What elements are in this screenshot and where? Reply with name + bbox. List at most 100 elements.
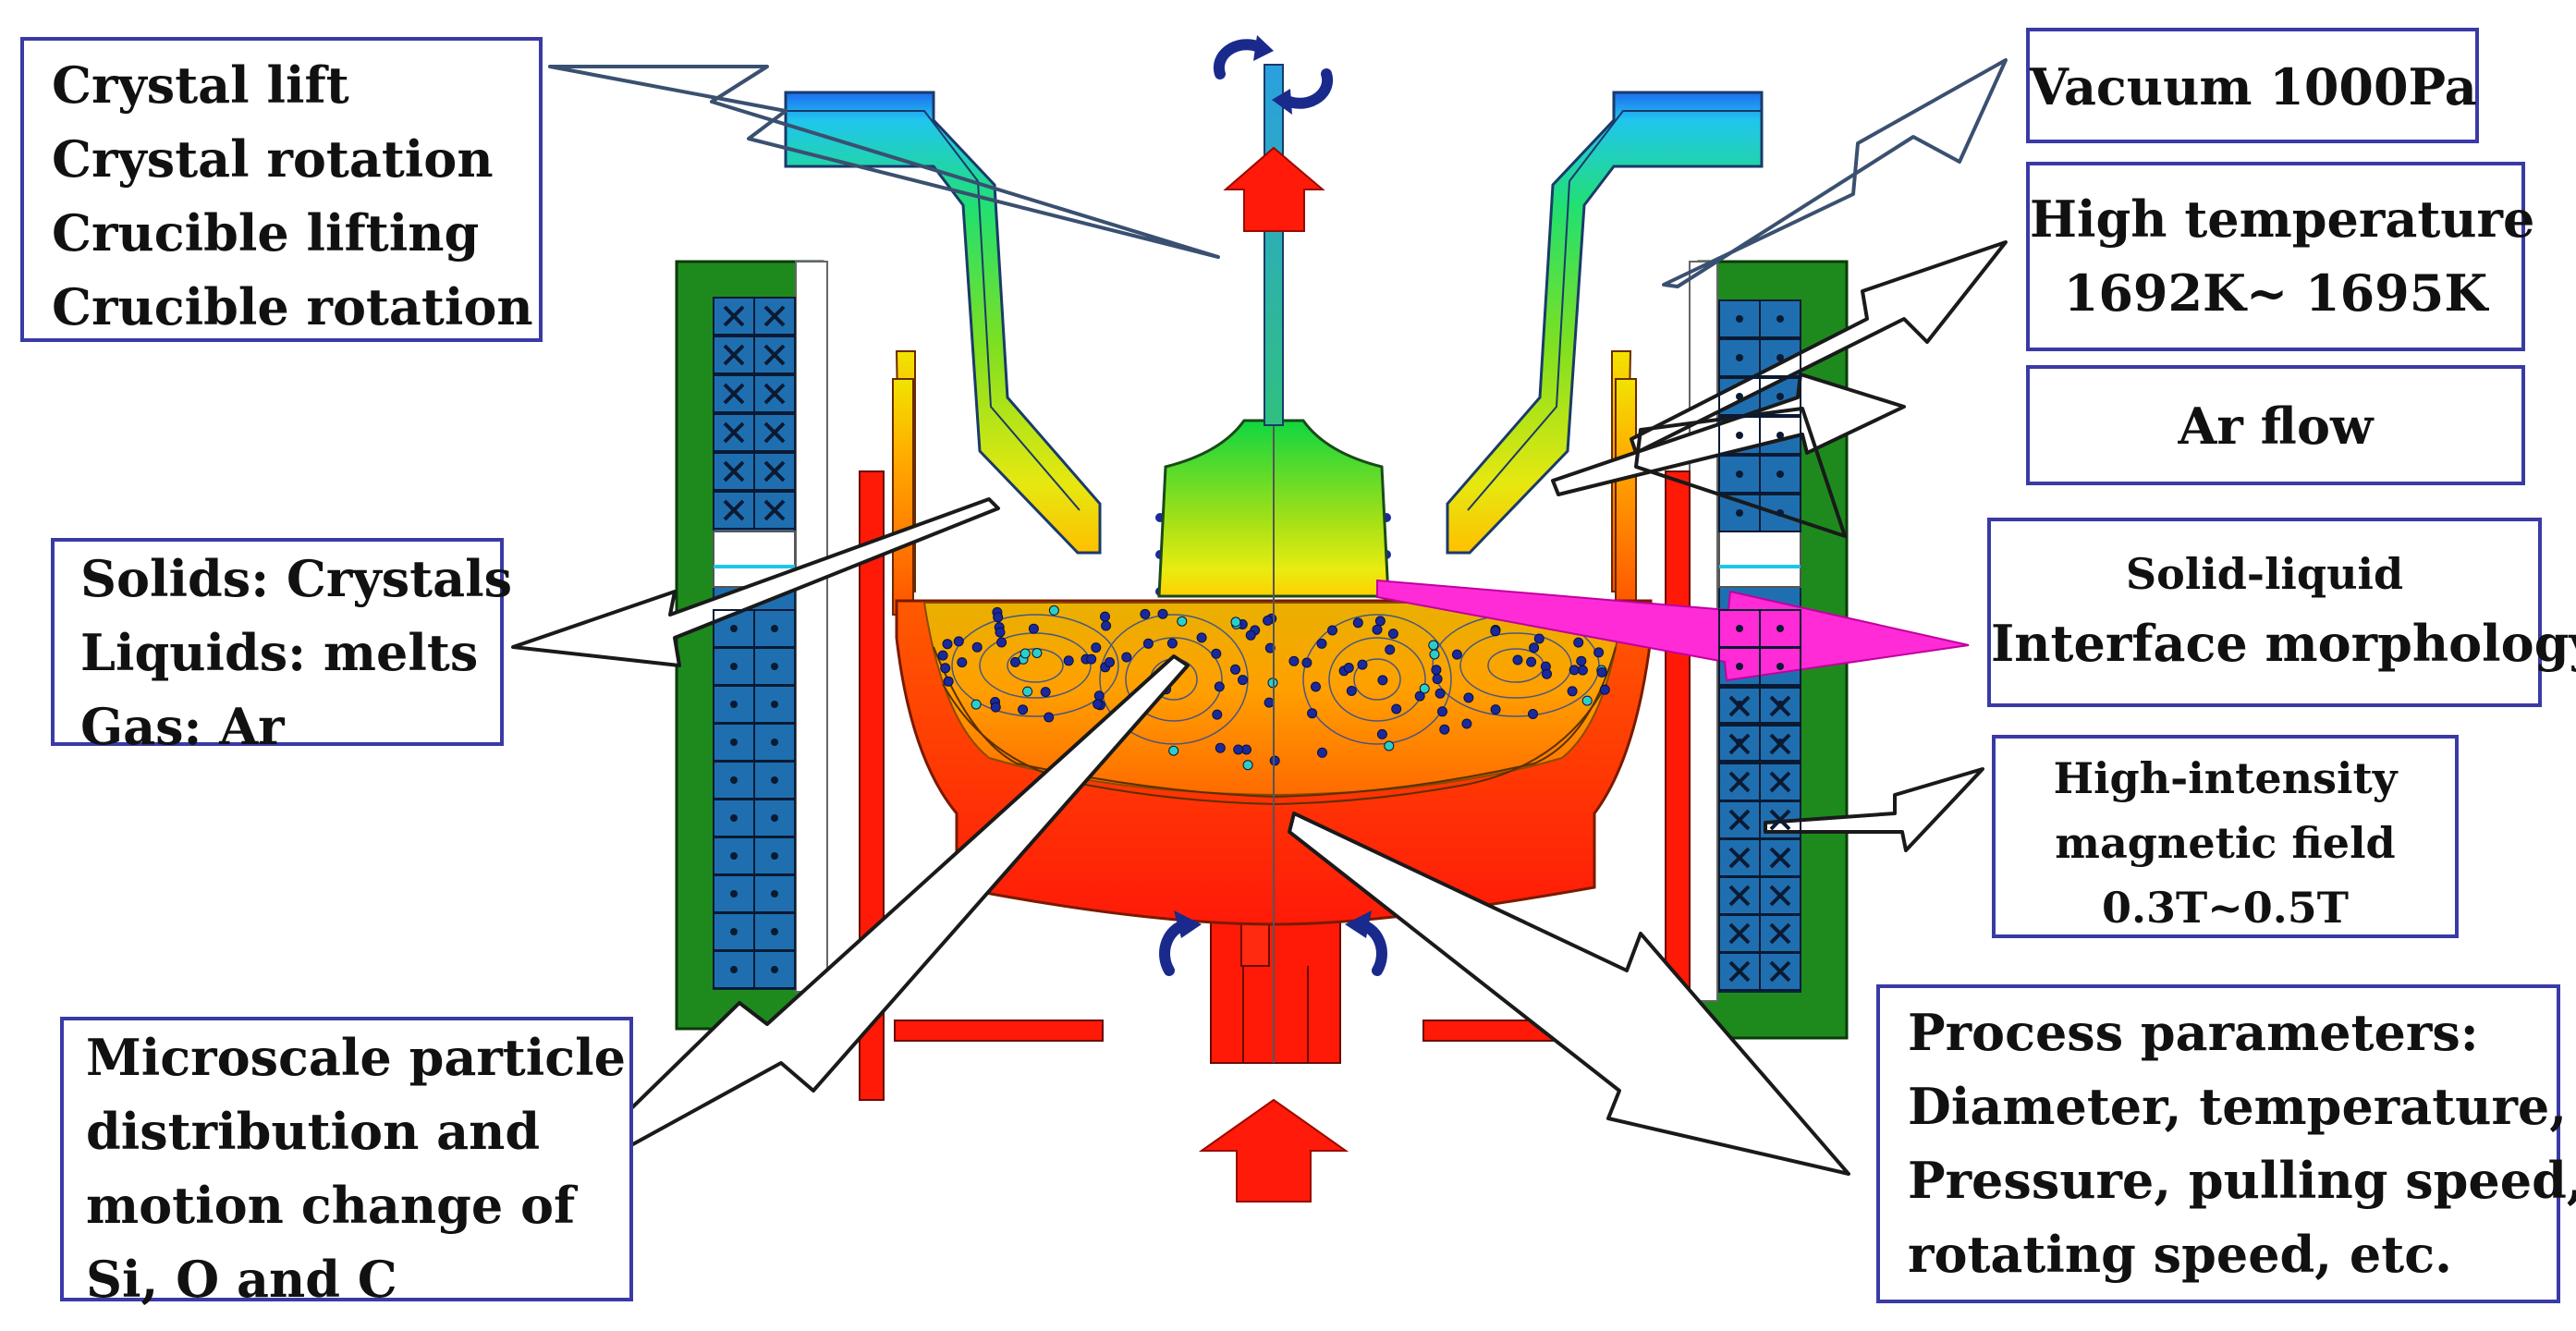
melt-particle bbox=[1264, 697, 1275, 708]
magnet-coil-dot-icon bbox=[771, 701, 778, 708]
melt-particle bbox=[1599, 684, 1610, 695]
melt-particle bbox=[1437, 706, 1447, 717]
label-line: Ar flow bbox=[2178, 397, 2374, 456]
magnet-coil-cross-icon bbox=[1728, 960, 1751, 983]
melt-particle bbox=[1343, 663, 1354, 673]
magnet-coil-dot-icon bbox=[1776, 663, 1784, 670]
magnet-coil-cross-icon bbox=[723, 383, 745, 405]
melt-particle bbox=[1533, 633, 1544, 644]
melt-particle bbox=[1022, 686, 1033, 697]
magnet-coil-cross-icon bbox=[1769, 733, 1791, 755]
melt-particle bbox=[1377, 675, 1388, 686]
melt-particle bbox=[1040, 687, 1051, 698]
melt-particle bbox=[1352, 617, 1363, 629]
melt-particle bbox=[1215, 742, 1226, 753]
melt-particle bbox=[937, 650, 948, 661]
melt-particle bbox=[1435, 688, 1446, 699]
magnet-coil-dot-icon bbox=[1736, 354, 1743, 361]
melt-particle bbox=[1490, 626, 1501, 637]
melt-particle bbox=[1577, 665, 1588, 676]
callout-arrows bbox=[511, 58, 2008, 1194]
magnet-coil-cross-icon bbox=[1769, 695, 1791, 717]
melt-particle bbox=[942, 639, 953, 650]
magnet-coil-cross-icon bbox=[1769, 885, 1791, 907]
magnet-coil-cross-icon bbox=[1769, 809, 1791, 831]
label-line: Diameter, temperature, bbox=[1908, 1077, 2568, 1136]
label-line: Crystal rotation bbox=[52, 129, 494, 189]
melt-particle bbox=[1018, 704, 1029, 715]
magnet-coil-dot-icon bbox=[771, 928, 778, 935]
magnet-coil-cross-icon bbox=[1728, 809, 1751, 831]
label-line: Crucible rotation bbox=[52, 277, 533, 336]
magnet-coil-cross-icon bbox=[723, 499, 745, 521]
melt-particle bbox=[1387, 629, 1398, 640]
magnet-coil-dot-icon bbox=[1736, 509, 1743, 517]
melt-particle bbox=[1048, 604, 1059, 616]
label-magnetic: High-intensity magnetic field 0.3T~0.5T bbox=[1992, 735, 2459, 938]
magnet-coil-cross-icon bbox=[723, 344, 745, 366]
magnet-coil-dot-icon bbox=[1736, 663, 1743, 670]
magnet-coil-dot-icon bbox=[1776, 393, 1784, 400]
melt-particle bbox=[1431, 665, 1442, 676]
melt-particle bbox=[1419, 683, 1430, 694]
magnet-coil-cross-icon bbox=[1769, 960, 1791, 983]
magnet-coil-dot-icon bbox=[730, 739, 738, 746]
magnet-coil-dot-icon bbox=[1776, 470, 1784, 478]
magnet-coil-dot-icon bbox=[1776, 625, 1784, 632]
magnet-coil-dot-icon bbox=[730, 663, 738, 670]
melt-particle bbox=[943, 676, 954, 687]
melt-particle bbox=[1214, 681, 1225, 692]
melt-particle bbox=[1414, 690, 1425, 702]
label-line: Process parameters: bbox=[1908, 1003, 2479, 1062]
magnet-coil-cross-icon bbox=[763, 305, 786, 327]
melt-particle bbox=[1140, 608, 1151, 619]
magnet-coil-cross-icon bbox=[1728, 885, 1751, 907]
melt-particle bbox=[1307, 708, 1318, 719]
melt-particle bbox=[993, 612, 1004, 623]
label-line: distribution and bbox=[86, 1102, 541, 1161]
melt-particle bbox=[1044, 712, 1055, 723]
melt-particle bbox=[1091, 642, 1102, 653]
melt-particle bbox=[1301, 657, 1312, 668]
melt-particle bbox=[1432, 674, 1443, 685]
seed-rod bbox=[1264, 64, 1284, 426]
melt-particle bbox=[1311, 681, 1321, 692]
bottom-plate-left bbox=[894, 1020, 1104, 1042]
label-controls: Crystal lift Crystal rotation Crucible l… bbox=[20, 37, 543, 342]
melt-particle bbox=[1121, 652, 1132, 663]
melt-particle bbox=[1166, 638, 1178, 649]
magnet-coil-cross-icon bbox=[723, 421, 745, 444]
label-line: Crystal lift bbox=[52, 55, 349, 115]
melt-particle bbox=[1567, 686, 1578, 697]
melt-particle bbox=[1428, 640, 1439, 651]
label-line: 0.3T~0.5T bbox=[2101, 883, 2350, 933]
melt-particle bbox=[990, 702, 1001, 713]
label-line: magnetic field bbox=[2055, 818, 2396, 868]
melt-particle bbox=[1391, 703, 1402, 714]
magnet-coil-dot-icon bbox=[730, 966, 738, 973]
magnet-coil-cross-icon bbox=[1769, 771, 1791, 793]
label-ar-flow: Ar flow bbox=[2026, 365, 2525, 485]
label-vacuum: Vacuum 1000Pa bbox=[2026, 28, 2479, 143]
magnet-coil-cross-icon bbox=[1728, 922, 1751, 945]
melt-particle bbox=[1357, 659, 1368, 670]
label-line: Solids: Crystals bbox=[80, 549, 512, 608]
melt-particle bbox=[1211, 648, 1222, 659]
magnet-coil-dot-icon bbox=[1776, 315, 1784, 323]
magnet-coil-dot-icon bbox=[730, 890, 738, 898]
magnet-coil-dot-icon bbox=[771, 625, 778, 632]
melt-particle bbox=[957, 657, 968, 668]
label-line: Microscale particle bbox=[86, 1028, 626, 1087]
melt-particle bbox=[1086, 653, 1097, 665]
melt-particle bbox=[1101, 620, 1112, 631]
label-phases: Solids: Crystals Liquids: melts Gas: Ar bbox=[51, 538, 512, 756]
melt-particle bbox=[1327, 625, 1337, 636]
heat-shield-left bbox=[784, 91, 1102, 555]
magnet-coil-dot-icon bbox=[771, 814, 778, 822]
melt-particle bbox=[1242, 760, 1253, 771]
magnet-coil-cross-icon bbox=[763, 344, 786, 366]
magnet-coil-dot-icon bbox=[730, 701, 738, 708]
melt-particle bbox=[1569, 665, 1580, 676]
